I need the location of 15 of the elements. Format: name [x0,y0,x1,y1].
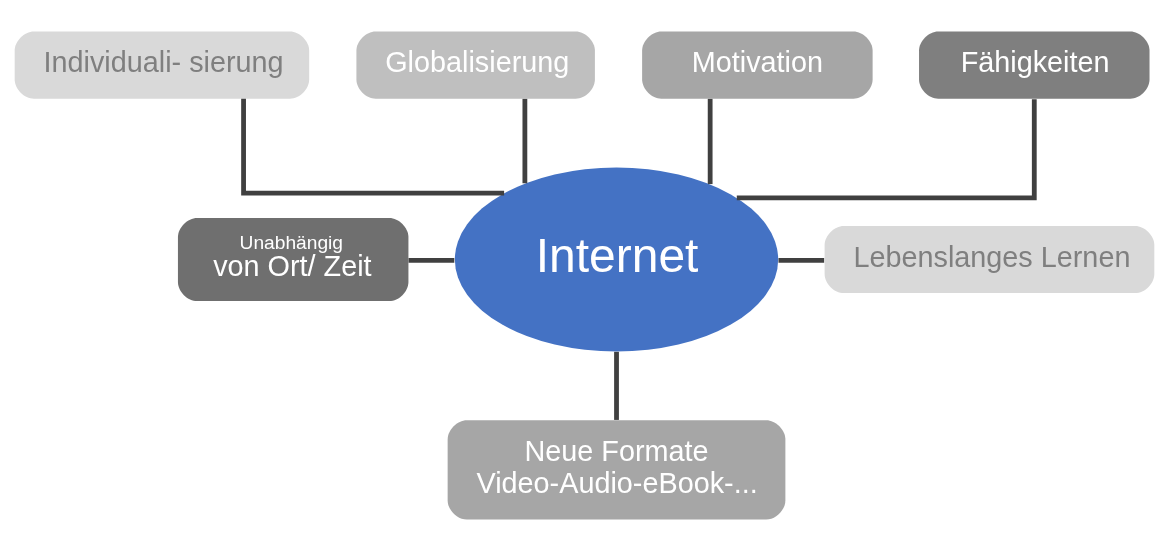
connector [241,98,505,195]
node-ellipse: Internet [454,166,779,352]
connector [522,98,528,183]
node-box: Motivation [642,30,873,99]
node-box: Unabhängig von Ort/ Zeit [177,217,409,301]
connector [614,351,619,420]
connector [778,257,825,263]
node-box: Fähigkeiten [919,30,1150,99]
node-box: Globalisierung [356,30,595,99]
connector [707,98,713,184]
connector [408,257,455,263]
node-box: Individuali- sierung [14,30,310,99]
node-box: Lebenslanges Lernen [824,225,1155,293]
connector [736,98,1037,200]
node-box: Neue Formate Video-Audio-eBook-... [447,419,786,520]
